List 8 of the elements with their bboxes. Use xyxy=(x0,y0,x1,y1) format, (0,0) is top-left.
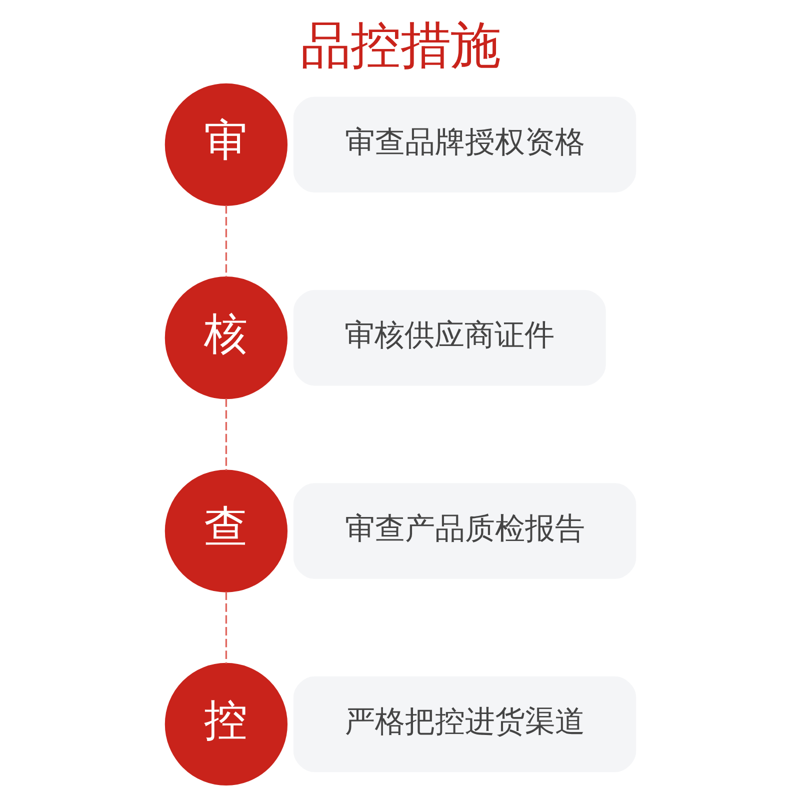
diagram-title: 品控措施 xyxy=(300,15,500,74)
node-circle: 查 xyxy=(164,470,288,592)
connector xyxy=(224,398,227,470)
node-circle: 核 xyxy=(164,276,288,400)
connector xyxy=(224,205,227,278)
node-circle: 控 xyxy=(164,662,288,786)
connector xyxy=(224,592,227,664)
node-circle: 审 xyxy=(164,83,288,206)
